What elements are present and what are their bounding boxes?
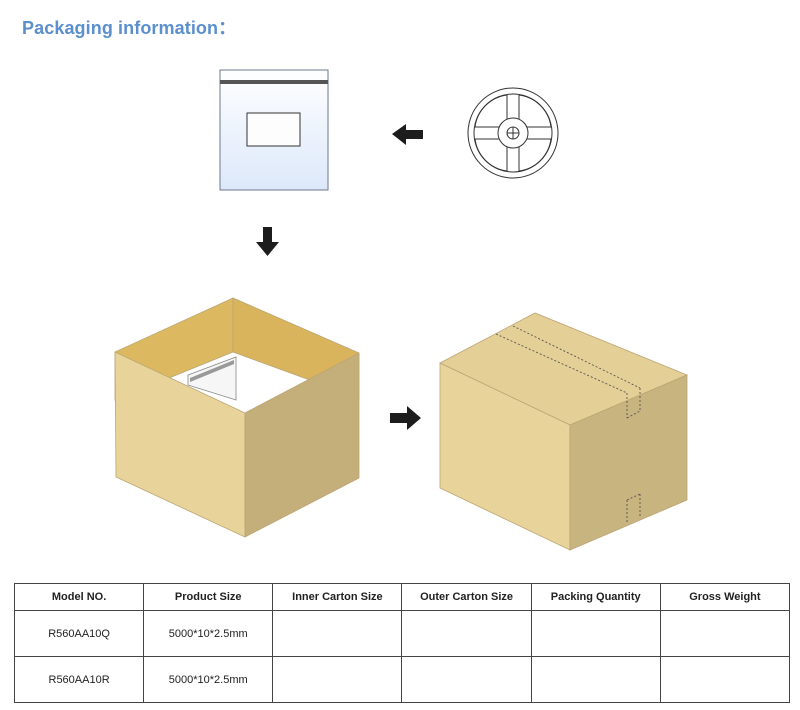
open-carton-icon	[114, 297, 360, 538]
table-row: R560AA10Q 5000*10*2.5mm	[13, 610, 791, 657]
table-cell	[659, 656, 791, 703]
sealed-carton-icon	[439, 312, 689, 551]
page-title: Packaging information：	[22, 18, 237, 38]
packaging-spec-table: Model NO. Product Size Inner Carton Size…	[13, 583, 791, 703]
table-cell	[530, 610, 661, 657]
column-header: Product Size	[143, 583, 274, 611]
column-header: Gross Weight	[659, 583, 791, 611]
table-cell	[659, 610, 791, 657]
table-cell	[401, 610, 532, 657]
column-header: Outer Carton Size	[401, 583, 532, 611]
table-cell	[272, 610, 403, 657]
column-header: Inner Carton Size	[272, 583, 403, 611]
arrow-right-icon	[390, 406, 421, 430]
table-cell	[401, 656, 532, 703]
column-header: Packing Quantity	[530, 583, 661, 611]
reel-icon	[467, 87, 559, 179]
table-header-row: Model NO. Product Size Inner Carton Size…	[13, 583, 791, 611]
table-cell: R560AA10Q	[13, 610, 145, 657]
table-cell: 5000*10*2.5mm	[143, 610, 274, 657]
table-cell	[530, 656, 661, 703]
arrow-left-icon	[392, 124, 423, 145]
table-cell	[272, 656, 403, 703]
table-cell: R560AA10R	[13, 656, 145, 703]
arrow-down-icon	[256, 227, 279, 256]
packaging-diagram	[114, 69, 689, 551]
column-header: Model NO.	[13, 583, 145, 611]
antistatic-bag-icon	[219, 69, 329, 191]
table-row: R560AA10R 5000*10*2.5mm	[13, 656, 791, 703]
table-cell: 5000*10*2.5mm	[143, 656, 274, 703]
